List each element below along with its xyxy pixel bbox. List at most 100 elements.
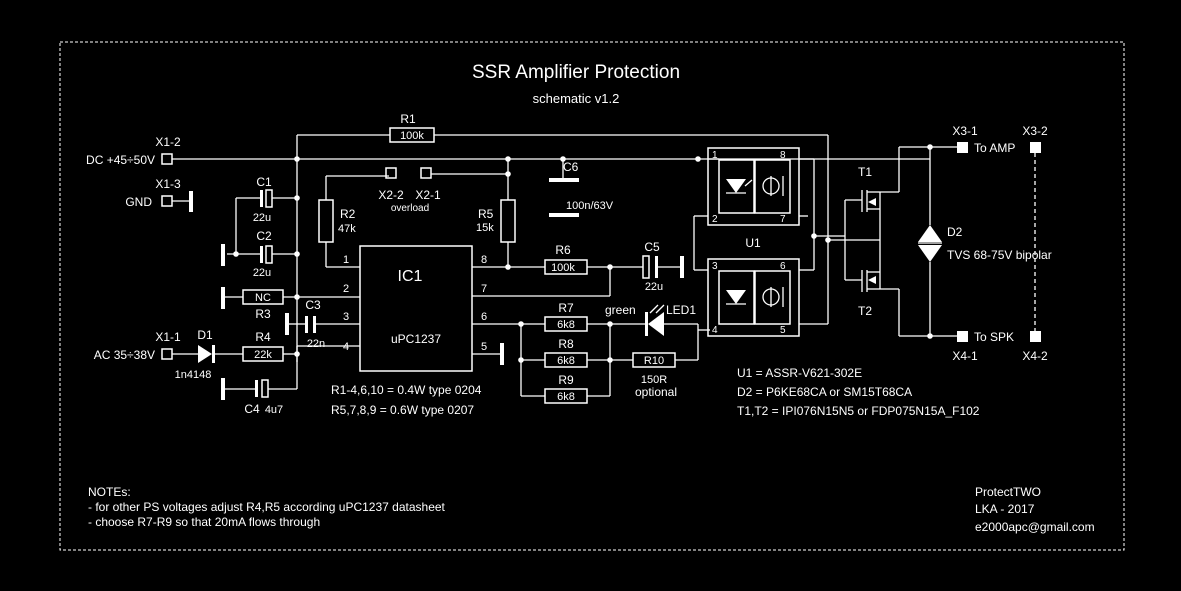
u1-pin-2: 2 [712, 214, 718, 225]
ic1-label: IC1 [398, 268, 423, 285]
r10-value: 150R [641, 374, 667, 386]
r9-label: R9 [558, 373, 574, 387]
c4-value: 4u7 [265, 404, 283, 416]
d1-value: 1n4148 [175, 369, 212, 381]
r6-label: R6 [555, 243, 571, 257]
t1-label: T1 [858, 165, 872, 179]
credits-author: LKA - 2017 [975, 502, 1035, 516]
led1-label: LED1 [666, 303, 696, 317]
r8-value: 6k8 [557, 355, 575, 367]
d1-label: D1 [197, 328, 213, 342]
to-spk-label: To SPK [974, 330, 1014, 344]
r7-value: 6k8 [557, 319, 575, 331]
c2-label: C2 [256, 229, 272, 243]
u1-pin-4: 4 [712, 325, 718, 336]
ic-pin-3: 3 [343, 311, 349, 323]
connector-x2-1 [420, 167, 432, 179]
c3-label: C3 [305, 298, 321, 312]
c1-label: C1 [256, 175, 272, 189]
u1-label: U1 [745, 236, 761, 250]
schematic-subtitle: schematic v1.2 [533, 91, 620, 106]
c6-label: C6 [563, 160, 579, 174]
dc-supply-label: DC +45÷50V [86, 153, 155, 167]
r4-value: 22k [254, 349, 272, 361]
c6-value: 100n/63V [566, 200, 614, 212]
u1-pin-8: 8 [780, 150, 786, 161]
u1-pin-3: 3 [712, 261, 718, 272]
x1-3-label: X1-3 [155, 177, 181, 191]
frame-border [59, 41, 1125, 551]
c5-value: 22u [645, 281, 663, 293]
u1-pin-6: 6 [780, 261, 786, 272]
x1-1-label: X1-1 [155, 330, 181, 344]
r9-value: 6k8 [557, 391, 575, 403]
ic1-body [359, 245, 473, 372]
u1-optocoupler-bottom [707, 258, 800, 337]
c5-label: C5 [644, 240, 660, 254]
notes-line-2: - choose R7-R9 so that 20mA flows throug… [88, 515, 320, 529]
part-d2: D2 = P6KE68CA or SM15T68CA [737, 385, 912, 399]
r1-value: 100k [400, 130, 424, 142]
c2-value: 22u [253, 267, 271, 279]
connector-x1-1: X1-1 AC 35÷38V [94, 330, 181, 362]
connector-x4-2 [1030, 331, 1041, 342]
x4-2-label: X4-2 [1022, 349, 1048, 363]
rating-note-2: R5,7,8,9 = 0.6W type 0207 [331, 403, 474, 417]
part-u1: U1 = ASSR-V621-302E [737, 366, 862, 380]
c3-value: 22n [307, 338, 325, 350]
connector-x3-1 [957, 142, 968, 153]
x1-2-label: X1-2 [155, 135, 181, 149]
connector-x4-1 [957, 331, 968, 342]
r6-value: 100k [551, 262, 575, 274]
connector-x3-2 [1030, 142, 1041, 153]
r2-label: R2 [340, 207, 356, 221]
x4-1-label: X4-1 [952, 349, 978, 363]
c4-label: C4 [244, 402, 260, 416]
gnd-label: GND [125, 195, 152, 209]
ic-pin-7: 7 [481, 283, 487, 295]
r1-label: R1 [400, 112, 416, 126]
u1-pin-5: 5 [780, 325, 786, 336]
connector-x2-2 [385, 167, 397, 179]
r2-value: 47k [338, 223, 356, 235]
ic-pin-1: 1 [343, 254, 349, 266]
r5-value: 15k [476, 222, 494, 234]
x2-2-label: X2-2 [378, 188, 404, 202]
x3-2-label: X3-2 [1022, 124, 1048, 138]
r3-label: R3 [255, 307, 271, 321]
d2-value: TVS 68-75V bipolar [947, 248, 1052, 262]
rating-note-1: R1-4,6,10 = 0.4W type 0204 [331, 383, 482, 397]
r8-label: R8 [558, 337, 574, 351]
t2-label: T2 [858, 304, 872, 318]
d2-label: D2 [947, 225, 963, 239]
ic-pin-8: 8 [481, 254, 487, 266]
ic1-part: uPC1237 [391, 332, 441, 346]
ground-symbol [189, 191, 193, 212]
credits-email: e2000apc@gmail.com [975, 520, 1095, 534]
to-amp-label: To AMP [974, 141, 1015, 155]
connector-x1-3: X1-3 GND [125, 177, 193, 212]
r10-label: R10 [644, 355, 664, 367]
ic-pin-2: 2 [343, 283, 349, 295]
ic-pin-4: 4 [343, 341, 349, 353]
connector-x1-2: X1-2 DC +45÷50V [86, 135, 181, 167]
x2-1-label: X2-1 [415, 188, 441, 202]
r7-label: R7 [558, 301, 574, 315]
r3-value: NC [255, 292, 271, 304]
notes-heading: NOTEs: [88, 485, 131, 499]
led1-color: green [605, 303, 636, 317]
u1-pin-7: 7 [780, 214, 786, 225]
overload-label: overload [391, 203, 429, 214]
c1-value: 22u [253, 212, 271, 224]
notes-line-1: - for other PS voltages adjust R4,R5 acc… [88, 500, 446, 514]
credits-project: ProtectTWO [975, 485, 1041, 499]
part-transistors: T1,T2 = IPI076N15N5 or FDP075N15A_F102 [737, 404, 980, 418]
u1-optocoupler-top [707, 147, 800, 226]
r10-note: optional [635, 385, 677, 399]
schematic-title: SSR Amplifier Protection [472, 62, 680, 83]
ic-pin-6: 6 [481, 311, 487, 323]
r4-label: R4 [255, 330, 271, 344]
ic-pin-5: 5 [481, 341, 487, 353]
r5-label: R5 [478, 207, 494, 221]
